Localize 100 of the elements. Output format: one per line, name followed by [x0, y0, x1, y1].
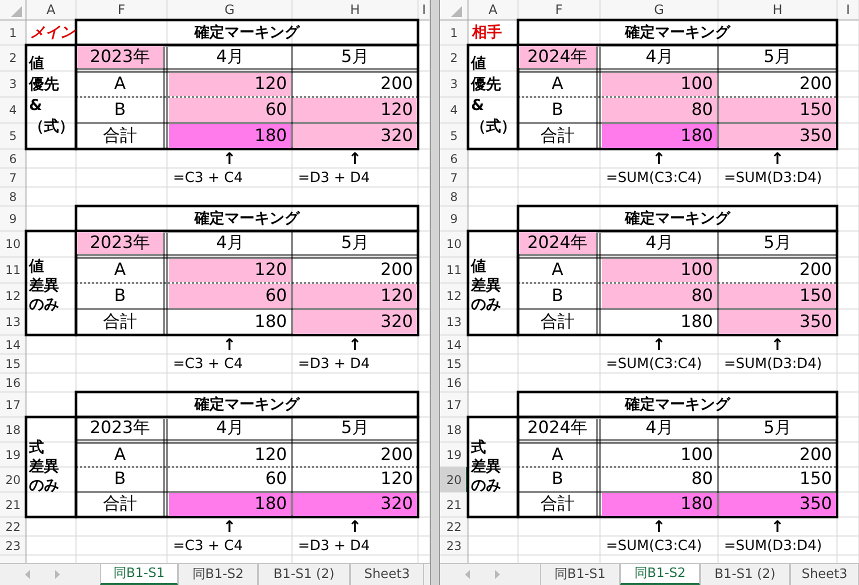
column-header: F — [554, 2, 564, 20]
up-arrow: ↑ — [651, 518, 667, 535]
table-cell-text: 5月 — [340, 418, 370, 439]
up-arrow: ↑ — [222, 150, 238, 167]
table-cell-text: 合計 — [540, 310, 576, 334]
table-cell: 100 — [602, 73, 717, 96]
row-number: 11 — [445, 262, 463, 279]
row-group-label: 値 — [29, 54, 45, 72]
table-cell: 2023年 — [77, 46, 163, 68]
table-cell: 350 — [719, 493, 836, 516]
table-cell: 180 — [602, 493, 717, 516]
formula-text: =SUM(D3:D4) — [724, 169, 823, 186]
up-arrow: ↑ — [222, 518, 238, 535]
row-number: 2 — [8, 50, 18, 67]
row-number: 3 — [8, 76, 18, 93]
formula-text: =C3 + C4 — [173, 169, 244, 186]
table-cell-text: 200 — [798, 73, 833, 96]
row-number: 12 — [445, 288, 463, 305]
row-number: 13 — [4, 314, 22, 331]
table-cell-text: 4月 — [644, 46, 674, 68]
row-group-label: のみ — [471, 476, 502, 494]
table-cell-text: A — [113, 73, 127, 96]
row-group-label: 差異 — [29, 457, 60, 475]
table-cell: 150 — [719, 98, 836, 122]
row-number: 1 — [449, 24, 459, 42]
table-cell: 180 — [602, 124, 717, 148]
table-cell-text: 4月 — [644, 232, 674, 254]
sheet-label: 相手 — [470, 22, 503, 43]
table-cell-text: 5月 — [340, 232, 370, 254]
table-cell-text: 合計 — [540, 124, 576, 148]
up-arrow: ↑ — [770, 336, 786, 353]
row-group-label: 差異 — [29, 276, 60, 294]
table-cell-text: A — [113, 259, 127, 282]
table-cell: 180 — [169, 124, 291, 148]
row-number: 7 — [8, 170, 18, 186]
column-header: A — [46, 2, 56, 20]
up-arrow: ↑ — [347, 518, 363, 535]
table-cell-text: 4月 — [644, 418, 674, 439]
table-cell-text: A — [550, 73, 564, 96]
column-header: F — [116, 2, 126, 20]
table-cell-text: 120 — [380, 468, 414, 491]
row-group-label: （式） — [471, 117, 513, 135]
row-number: 17 — [4, 396, 22, 414]
sheet-tab: 同B1-S2 — [178, 564, 258, 585]
up-arrow: ↑ — [651, 150, 667, 167]
up-arrow: ↑ — [651, 336, 667, 353]
table-cell: 350 — [719, 124, 836, 148]
table-title: 確定マーキング — [624, 208, 732, 229]
row-number: 2 — [449, 50, 459, 67]
row-number: 6 — [449, 150, 459, 168]
table-cell: 320 — [293, 124, 417, 148]
up-arrow: ↑ — [770, 150, 786, 167]
row-number: 21 — [4, 496, 22, 514]
table-cell-text: 4月 — [215, 46, 245, 68]
column-header: A — [488, 2, 498, 20]
row-number: 9 — [449, 210, 459, 228]
row-number: 17 — [445, 396, 463, 414]
row-number: 16 — [445, 374, 463, 392]
table-cell-text: A — [113, 444, 127, 466]
table-cell: 2024年 — [519, 232, 596, 254]
table-cell: 180 — [169, 493, 291, 516]
formula-text: =SUM(C3:C4) — [606, 169, 703, 186]
table-cell: 2024年 — [519, 46, 596, 68]
sheet-tab: B1-S1 (2) — [258, 564, 350, 585]
formula-text: =SUM(D3:D4) — [724, 355, 823, 372]
row-group-label: & — [29, 96, 44, 114]
row-group-label: のみ — [29, 476, 60, 494]
column-header: G — [652, 2, 666, 20]
table-cell-text: 200 — [798, 444, 833, 466]
column-header: H — [772, 2, 784, 20]
row-number: 22 — [445, 518, 463, 536]
row-number: 10 — [4, 236, 22, 253]
row-group-label: 式 — [29, 438, 45, 456]
row-number: 11 — [4, 262, 22, 279]
row-number: 18 — [4, 422, 22, 438]
table-cell: 60 — [169, 284, 291, 308]
table-cell-text: B — [113, 98, 127, 122]
row-number: 4 — [449, 102, 459, 119]
table-cell: 120 — [293, 284, 417, 308]
table-cell: 320 — [293, 310, 417, 334]
row-group-label: 優先 — [471, 75, 502, 93]
table-cell-text: 5月 — [762, 232, 792, 254]
table-cell-text: 180 — [680, 310, 714, 334]
row-number: 9 — [8, 210, 18, 228]
table-cell: 80 — [602, 98, 717, 122]
sheet-label: メイン — [29, 22, 75, 43]
table-cell-text: 4月 — [215, 232, 245, 254]
row-number: 15 — [4, 356, 22, 372]
table-cell-text: 200 — [380, 259, 414, 282]
row-number: 15 — [445, 356, 463, 372]
row-number: 3 — [449, 76, 459, 93]
up-arrow: ↑ — [770, 518, 786, 535]
table-cell-text: B — [113, 284, 127, 308]
column-header: G — [223, 2, 236, 20]
row-number: 16 — [4, 374, 22, 392]
formula-text: =D3 + D4 — [298, 537, 371, 554]
table-cell-text: 5月 — [340, 46, 370, 68]
row-number: 23 — [445, 538, 463, 554]
row-number: 22 — [4, 518, 22, 536]
table-cell: 120 — [293, 98, 417, 122]
